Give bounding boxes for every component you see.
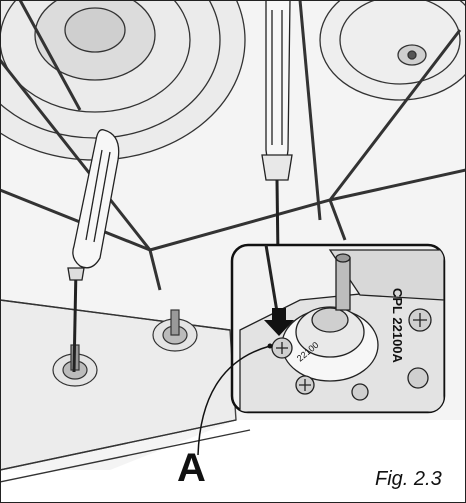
callout-leader: [197, 345, 271, 456]
screwdriver-icon: [67, 129, 120, 373]
right-burner: [319, 0, 466, 101]
figure-caption: Fig. 2.3: [375, 468, 442, 490]
pan-support: [0, 0, 466, 291]
knob-spindle-right: [152, 309, 198, 352]
gas-valve-inset: CPL 22100A 22100: [230, 243, 446, 414]
callout-label-a: A: [177, 446, 206, 490]
large-burner: [0, 0, 246, 161]
valve-code-vertical: CPL 22100A: [390, 288, 405, 364]
arrow-down-icon: [264, 308, 294, 336]
